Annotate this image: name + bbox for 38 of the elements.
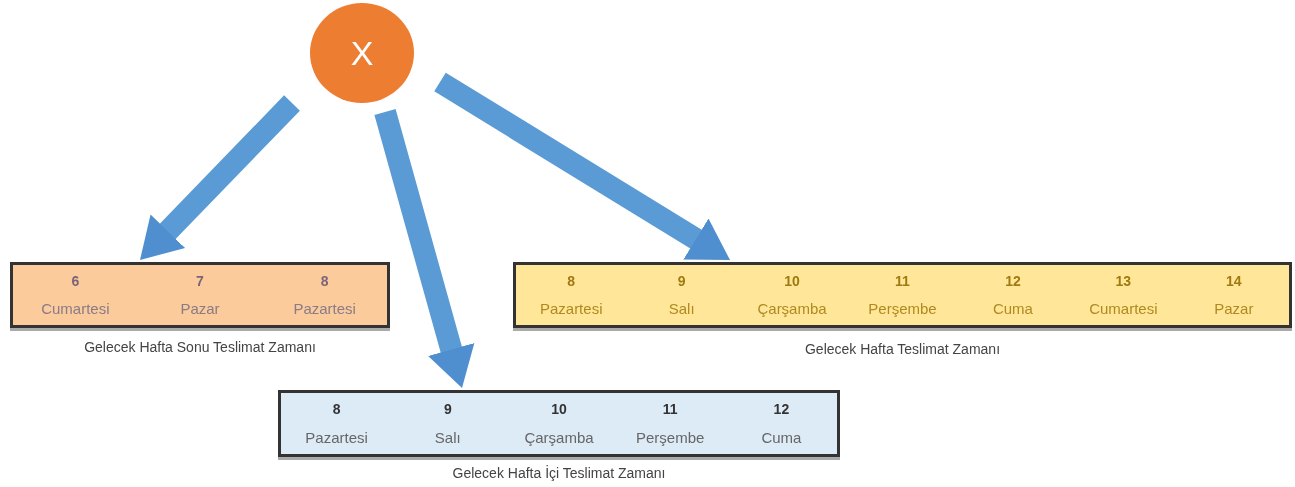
day-number: 10	[784, 272, 800, 289]
day-name: Cumartesi	[1089, 300, 1158, 318]
table-caption: Gelecek Hafta İçi Teslimat Zamanı	[452, 465, 666, 481]
day-number: 12	[1005, 272, 1021, 289]
day-name: Perşembe	[868, 300, 937, 318]
day-number: 8	[320, 272, 329, 289]
date-table	[10, 262, 390, 328]
day-name: Perşembe	[636, 429, 705, 446]
day-number: 13	[1115, 272, 1132, 289]
block-arrow	[374, 109, 475, 391]
day-number: 9	[443, 401, 452, 417]
table-caption: Gelecek Hafta Sonu Teslimat Zamanı	[84, 339, 316, 355]
node-label: X	[350, 33, 374, 73]
day-name: Pazartesi	[293, 300, 356, 318]
day-number: 12	[773, 401, 790, 417]
day-name: Çarşamba	[524, 429, 594, 446]
day-number: 11	[895, 272, 910, 289]
day-name: Salı	[434, 429, 461, 446]
day-name: Pazartesi	[539, 300, 603, 318]
day-name: Pazartesi	[305, 429, 368, 446]
day-name: Çarşamba	[757, 300, 827, 318]
day-number: 6	[71, 272, 80, 289]
day-name: Pazar	[180, 300, 220, 318]
day-number: 14	[1226, 272, 1242, 289]
date-table	[513, 262, 1292, 328]
day-name: Cumartesi	[41, 300, 110, 318]
day-number: 7	[196, 272, 204, 289]
day-name: Cuma	[761, 429, 802, 446]
day-number: 8	[332, 401, 341, 417]
day-number: 8	[567, 272, 576, 289]
day-number: 11	[662, 401, 678, 417]
table-caption: Gelecek Hafta Teslimat Zamanı	[805, 341, 1000, 357]
day-name: Cuma	[992, 300, 1033, 318]
day-name: Pazar	[1214, 300, 1254, 318]
day-number: 9	[677, 272, 686, 289]
day-number: 10	[551, 401, 567, 417]
day-name: Salı	[668, 300, 695, 318]
date-table	[278, 390, 840, 457]
